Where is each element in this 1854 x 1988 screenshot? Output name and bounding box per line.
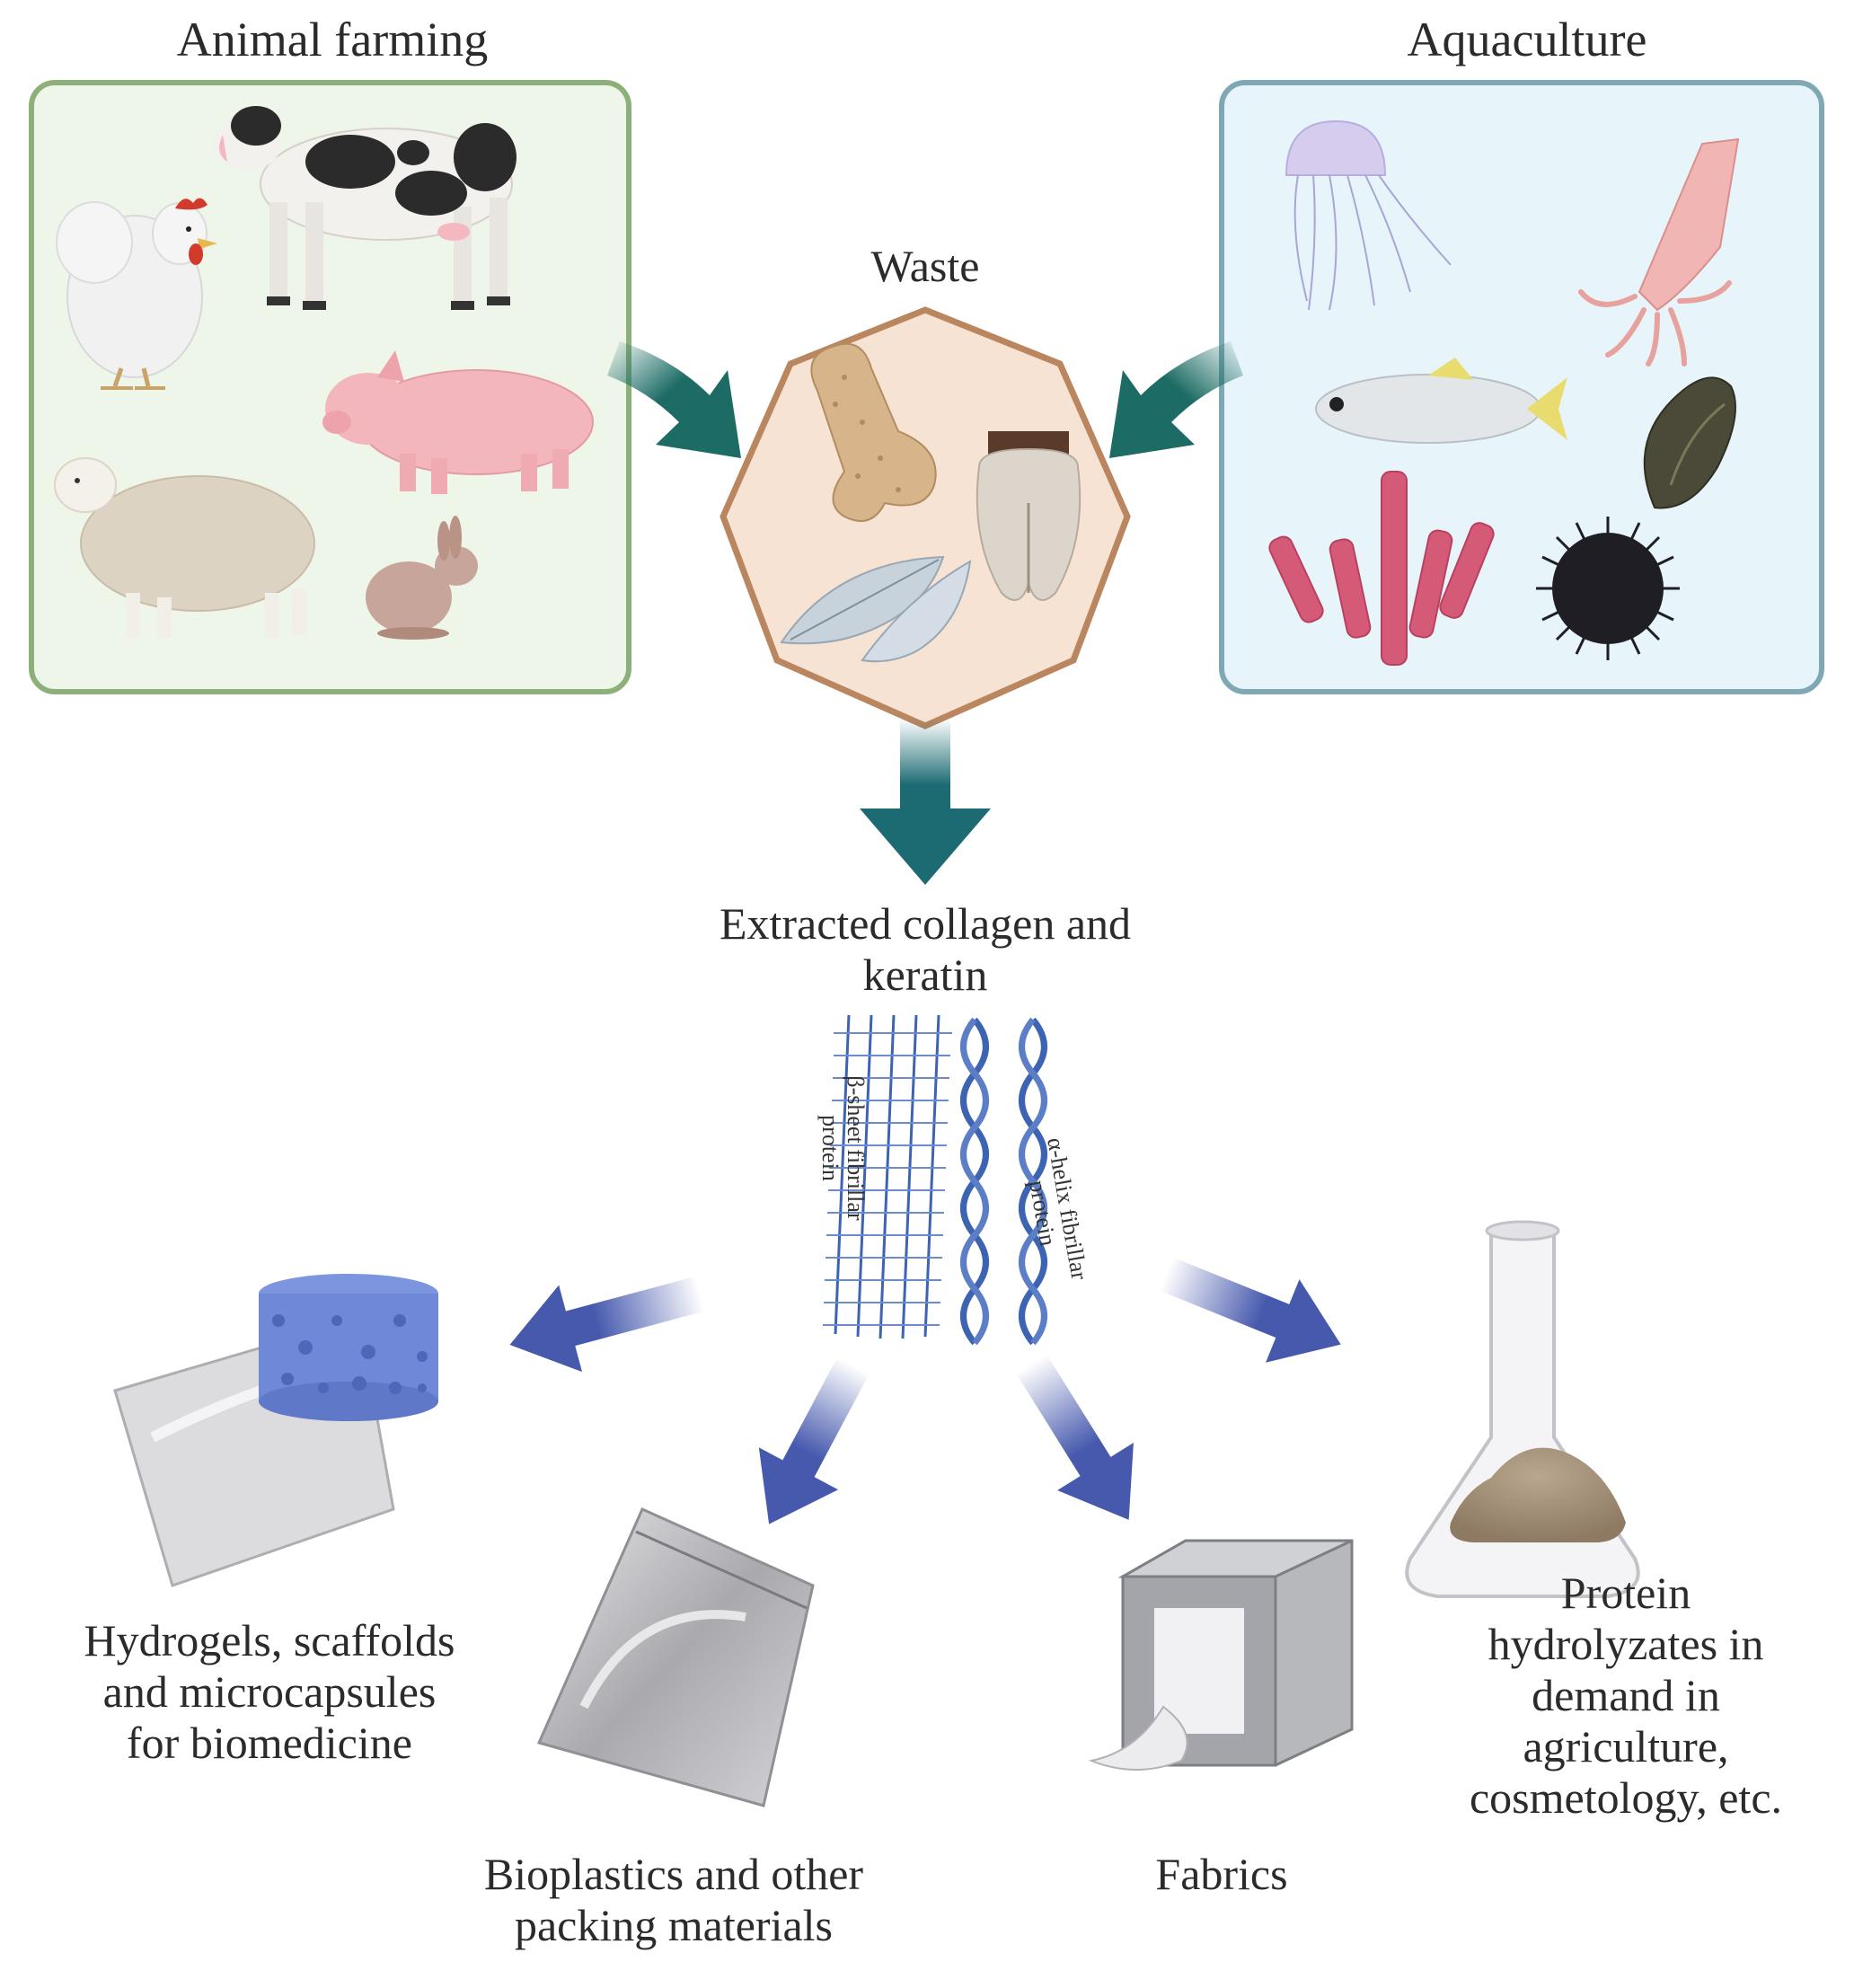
animal-farming-group — [29, 80, 631, 694]
mussel-icon — [1643, 376, 1736, 509]
sea-urchin-icon — [1536, 517, 1680, 660]
fabric-box-icon — [1088, 1539, 1354, 1771]
waste-label: Waste — [870, 241, 980, 291]
hydrogels-label: Hydrogels, scaffolds and microcapsules f… — [36, 1615, 503, 1769]
squid-icon — [1578, 137, 1740, 367]
jellyfish-icon — [1285, 119, 1452, 311]
bone-icon — [810, 342, 937, 522]
pig-icon — [322, 350, 594, 494]
extracted-label-line1: Extracted collagen and — [719, 898, 1132, 949]
cow-icon — [213, 106, 516, 310]
fabrics-label-line1: Fabrics — [1155, 1849, 1288, 1899]
arrow-to-hydrogels — [509, 1276, 706, 1373]
arrow-aqua-to-waste — [1109, 341, 1243, 458]
hydrogels-label-line3: for biomedicine — [127, 1718, 412, 1768]
beta-sheet-label: β-sheet fibrillar protein — [817, 1049, 869, 1247]
arrow-to-fabrics — [1016, 1354, 1134, 1520]
fish-icon — [1315, 358, 1567, 444]
hydrolyzates-label: Protein hydrolyzates in demand in agricu… — [1401, 1568, 1850, 1824]
extracted-label: Extracted collagen and keratin — [647, 898, 1204, 1001]
hydrogels-label-line2: and microcapsules — [102, 1666, 437, 1717]
rabbit-icon — [366, 516, 478, 640]
bioplastics-label-line1: Bioplastics and other — [483, 1849, 864, 1899]
bioplastics-label-line2: packing materials — [514, 1900, 834, 1950]
flask-powder-icon — [1405, 1220, 1640, 1598]
beta-sheet-fibril-icon — [823, 1014, 952, 1339]
coral-icon — [1268, 471, 1495, 666]
feather-icon — [780, 555, 972, 663]
alpha-helix-fibril-icon — [960, 1017, 1047, 1346]
hydrolyzates-label-line3: demand in — [1532, 1670, 1720, 1720]
hydrolyzates-label-line5: cosmetology, etc. — [1469, 1772, 1783, 1823]
plastic-bag-icon — [536, 1507, 815, 1807]
hydrolyzates-label-line4: agriculture, — [1523, 1721, 1729, 1772]
chicken-icon — [56, 198, 217, 390]
aquaculture-group — [1219, 80, 1824, 694]
aquaculture-label: Aquaculture — [1407, 13, 1647, 66]
arrow-waste-to-extracted — [860, 719, 991, 885]
arrow-to-bioplastics — [758, 1356, 870, 1524]
sheep-icon — [54, 457, 315, 638]
arrow-to-hydrolyzates — [1159, 1257, 1341, 1363]
beta-sheet-label-line1: β-sheet fibrillar — [843, 1075, 869, 1221]
waste-octagon — [720, 306, 1131, 729]
arrow-animal-to-waste — [607, 341, 741, 458]
hoof-icon — [976, 431, 1082, 601]
fabrics-label: Fabrics — [1105, 1849, 1338, 1900]
hydrogel-scaffold-icon — [113, 1274, 438, 1587]
hydrolyzates-label-line1: Protein — [1560, 1568, 1691, 1618]
beta-sheet-label-line2: protein — [817, 1115, 843, 1181]
hydrolyzates-label-line2: hydrolyzates in — [1488, 1619, 1764, 1669]
hydrogels-label-line1: Hydrogels, scaffolds — [84, 1615, 455, 1666]
extracted-label-line2: keratin — [862, 950, 988, 1000]
bioplastics-label: Bioplastics and other packing materials — [422, 1849, 925, 1951]
animal-farming-label: Animal farming — [176, 13, 489, 66]
